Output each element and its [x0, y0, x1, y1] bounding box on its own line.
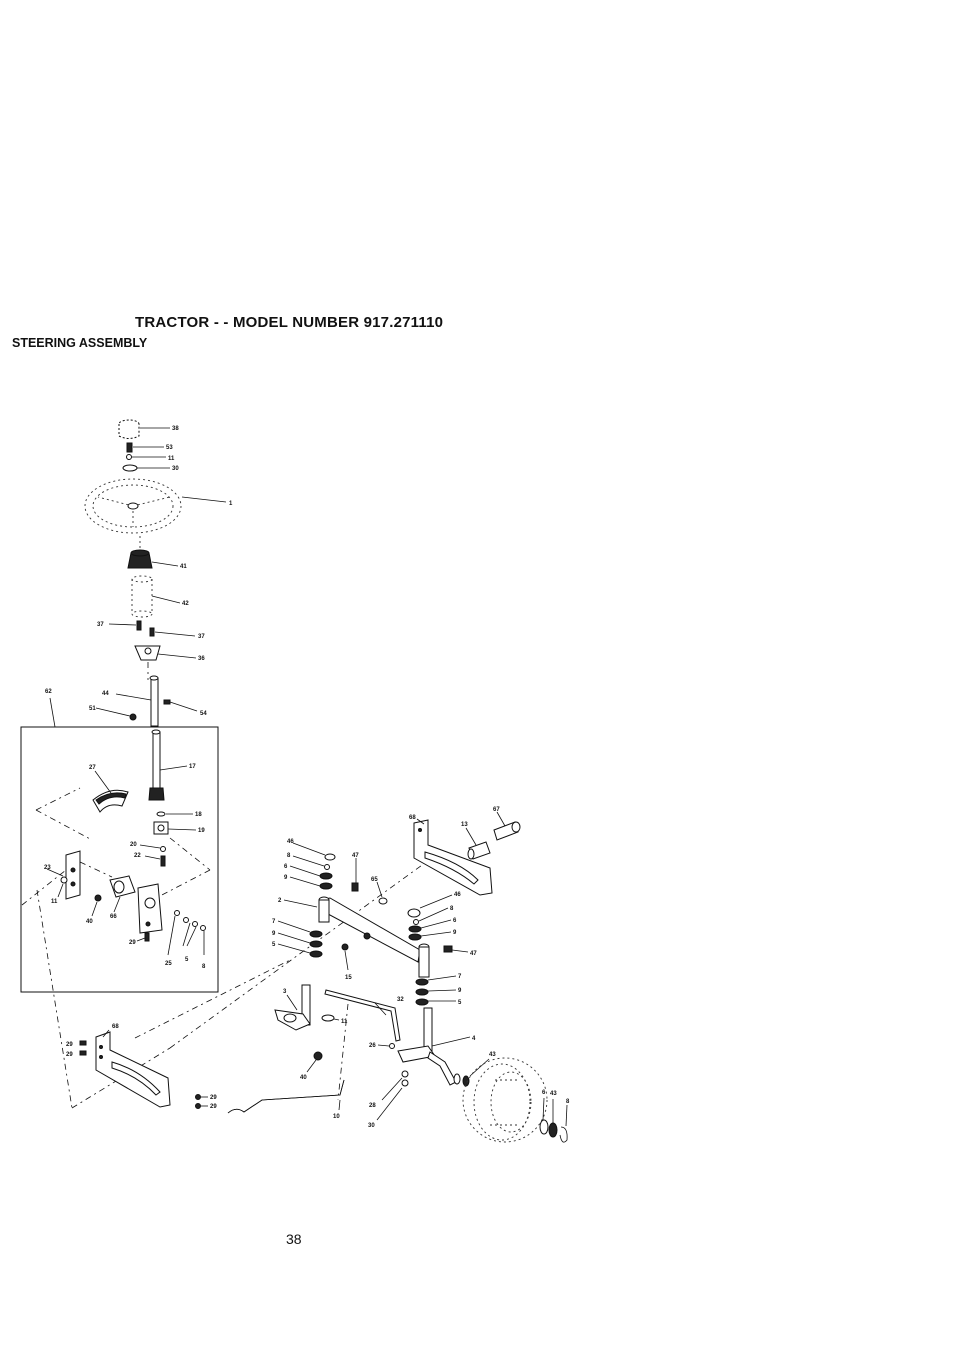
callout-9c: 9: [453, 930, 457, 936]
callout-40b: 40: [300, 1075, 307, 1081]
steering-cap: [118, 419, 140, 439]
steering-shaft-upper: [149, 675, 159, 727]
pinion-housing: [153, 821, 169, 835]
callout-8d: 8: [566, 1099, 570, 1105]
callout-37b: 37: [198, 634, 205, 640]
callout-8a: 8: [202, 964, 206, 970]
callout-46b: 46: [454, 892, 461, 898]
steering-bolt: [126, 442, 133, 453]
callout-36: 36: [198, 656, 205, 662]
callout-11b: 11: [51, 899, 58, 905]
callout-4: 4: [472, 1036, 476, 1042]
callout-23: 23: [44, 865, 51, 871]
callout-44: 44: [102, 691, 109, 697]
callout-51: 51: [89, 706, 96, 712]
callout-47b: 47: [470, 951, 477, 957]
front-wheel: [462, 1057, 548, 1143]
callout-10: 10: [333, 1114, 340, 1120]
callout-1: 1: [229, 501, 233, 507]
drag-link: [227, 1079, 345, 1114]
callout-42: 42: [182, 601, 189, 607]
callout-9d: 9: [458, 988, 462, 994]
callout-8b: 8: [287, 853, 291, 859]
callout-30b: 30: [368, 1123, 375, 1129]
callout-38: 38: [172, 426, 179, 432]
callout-32: 32: [397, 997, 404, 1003]
axle-bracket-right: [413, 819, 493, 896]
axle-bracket-left: [95, 1031, 171, 1108]
inset-detail-box: [20, 726, 219, 993]
callout-28: 28: [369, 1103, 376, 1109]
callout-11a: 11: [168, 456, 175, 462]
callout-7a: 7: [272, 919, 276, 925]
steering-adapter: [127, 549, 153, 569]
callout-37a: 37: [97, 622, 104, 628]
callout-67: 67: [493, 807, 500, 813]
steering-bracket-right: [137, 883, 163, 934]
bolt-set: [174, 910, 206, 931]
callout-19: 19: [198, 828, 205, 834]
callout-29b: 29: [66, 1042, 73, 1048]
page-title: TRACTOR - - MODEL NUMBER 917.271110: [135, 314, 444, 331]
front-axle: [318, 896, 430, 978]
callout-2: 2: [278, 898, 282, 904]
steering-wheel: [84, 478, 182, 534]
callout-29d: 29: [210, 1095, 217, 1101]
callout-30a: 30: [172, 466, 179, 472]
callout-43b: 43: [550, 1091, 557, 1097]
callout-3: 3: [283, 989, 287, 995]
callout-29c: 29: [66, 1052, 73, 1058]
sector-gear: [92, 789, 129, 813]
callout-13: 13: [461, 822, 468, 828]
steering-bracket-left: [65, 850, 81, 900]
callout-9b: 9: [272, 931, 276, 937]
tie-rod: [324, 989, 401, 1042]
spindle-right: [397, 1007, 457, 1086]
callout-17: 17: [189, 764, 196, 770]
callout-18: 18: [195, 812, 202, 818]
spindle-left: [274, 984, 311, 1031]
callout-41: 41: [180, 564, 187, 570]
callout-29a: 29: [129, 940, 136, 946]
callout-66: 66: [110, 914, 117, 920]
section-title: STEERING ASSEMBLY: [12, 336, 148, 350]
spacer-67: [493, 821, 521, 841]
column-support-bracket: [134, 645, 161, 661]
callout-54: 54: [200, 711, 207, 717]
callout-8c: 8: [450, 906, 454, 912]
callout-27: 27: [89, 765, 96, 771]
callout-11c: 11: [341, 1019, 348, 1025]
callout-15: 15: [345, 975, 352, 981]
callout-26: 26: [369, 1043, 376, 1049]
callout-43a: 43: [489, 1052, 496, 1058]
callout-47a: 47: [352, 853, 359, 859]
flange-bushing: [109, 875, 136, 898]
callout-5b: 5: [272, 942, 276, 948]
callout-6b: 6: [453, 918, 457, 924]
page-number: 38: [286, 1231, 302, 1247]
callout-6a: 6: [284, 864, 288, 870]
callout-65: 65: [371, 877, 378, 883]
callout-25: 25: [165, 961, 172, 967]
callout-5a: 5: [185, 957, 189, 963]
callout-68b: 68: [112, 1024, 119, 1030]
callout-22: 22: [134, 853, 141, 859]
callout-46a: 46: [287, 839, 294, 845]
callout-40a: 40: [86, 919, 93, 925]
column-bushing: [131, 575, 153, 618]
callout-9a: 9: [284, 875, 288, 881]
callout-6c: 6: [542, 1090, 546, 1096]
callout-5c: 5: [458, 1000, 462, 1006]
callout-7b: 7: [458, 974, 462, 980]
callout-20: 20: [130, 842, 137, 848]
callout-62: 62: [45, 689, 52, 695]
callout-53: 53: [166, 445, 173, 451]
bushing-13: [467, 841, 491, 860]
steering-shaft-lower: [148, 729, 165, 801]
callout-29e: 29: [210, 1104, 217, 1110]
callout-68a: 68: [409, 815, 416, 821]
